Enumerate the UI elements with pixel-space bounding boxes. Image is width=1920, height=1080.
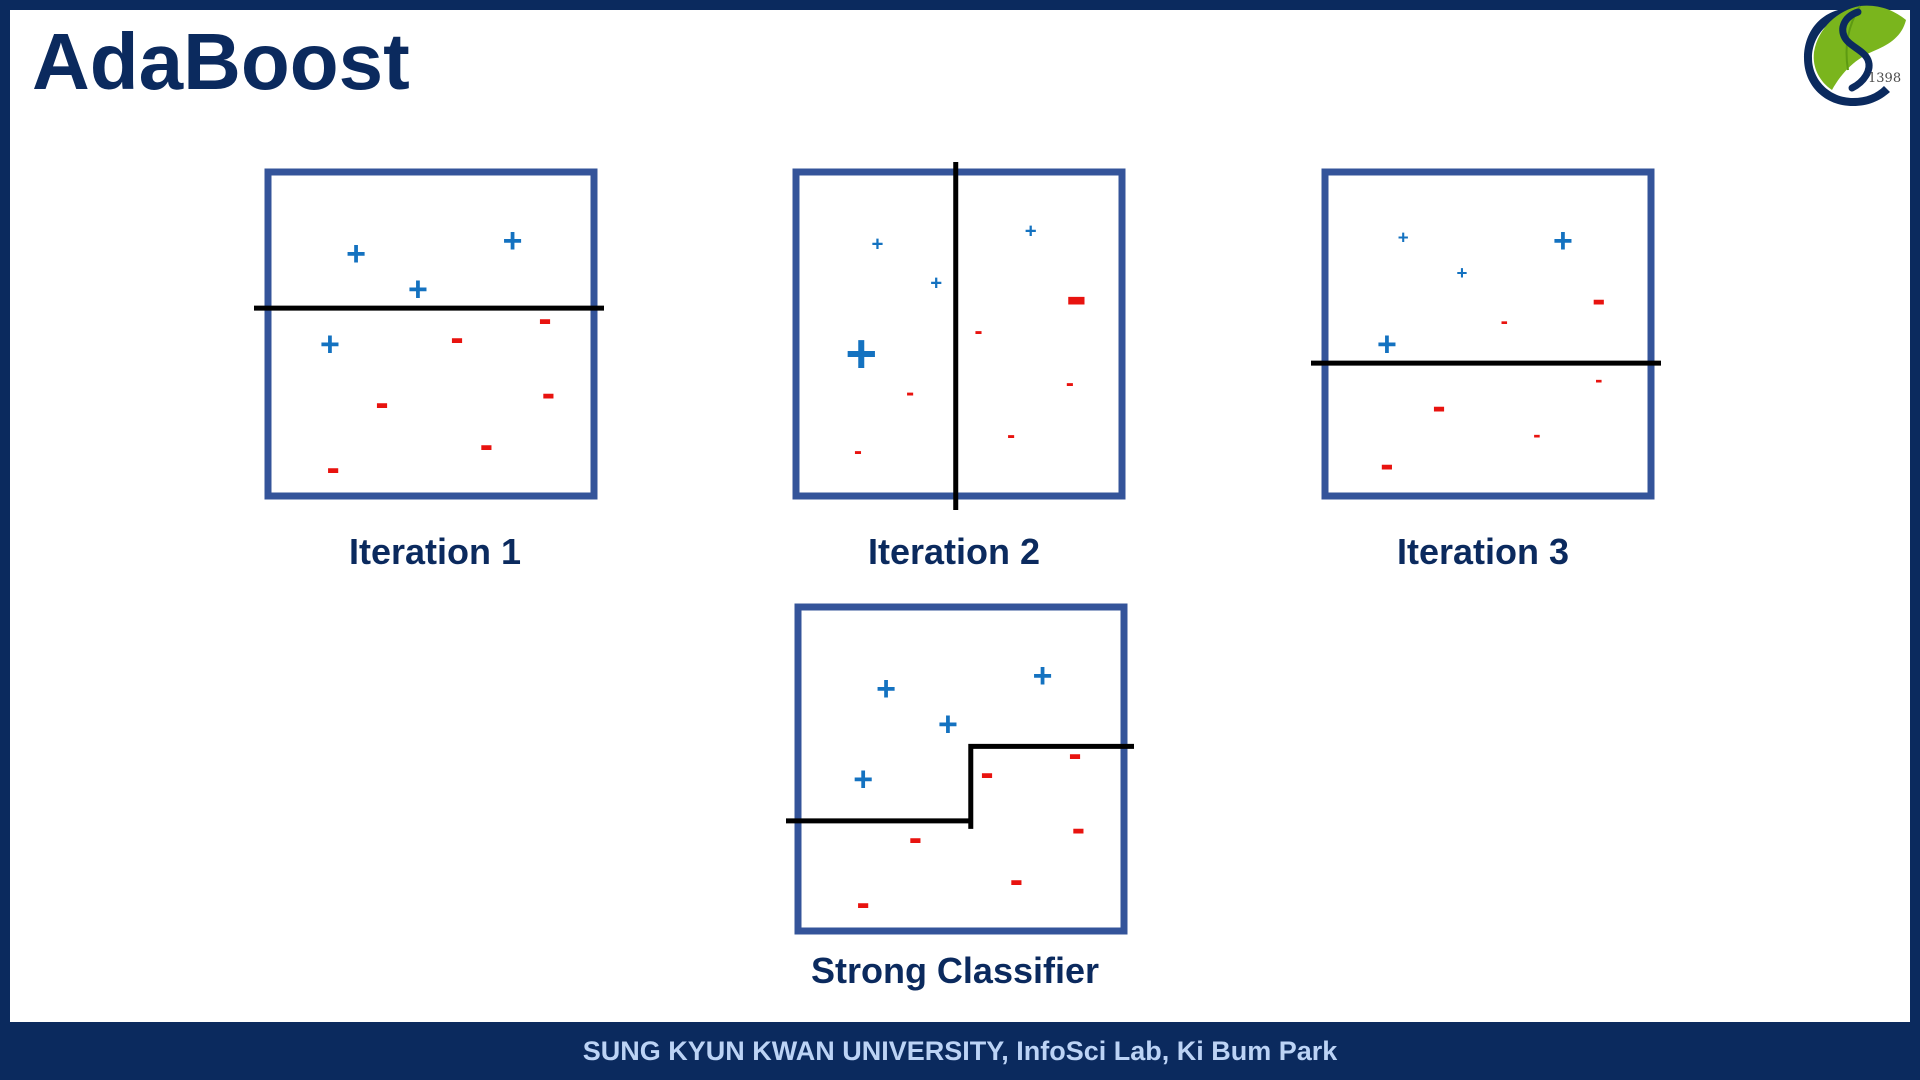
adaboost-diagram: ++++------Iteration 1++++------Iteration… xyxy=(254,162,1661,991)
iteration-3-frame xyxy=(1321,168,1655,500)
positive-sample-3: + xyxy=(320,326,340,364)
positive-sample-3: + xyxy=(1377,326,1397,364)
negative-sample-5: - xyxy=(1501,309,1508,334)
slide-title: AdaBoost xyxy=(32,17,410,106)
negative-sample-9: - xyxy=(327,446,340,490)
positive-sample-2: + xyxy=(1025,220,1037,242)
strong-classifier-decision-boundary xyxy=(786,743,1134,829)
positive-sample-1: + xyxy=(1456,262,1467,283)
strong-classifier-label: Strong Classifier xyxy=(811,950,1099,991)
positive-sample-0: + xyxy=(1398,226,1409,247)
positive-sample-2: + xyxy=(1553,222,1573,260)
ginkgo-leaf-s-logo-icon: 1398 xyxy=(1804,5,1906,106)
negative-sample-5: - xyxy=(538,297,551,341)
iteration-1-label: Iteration 1 xyxy=(349,531,521,572)
positive-sample-1: + xyxy=(930,272,942,294)
negative-sample-4: - xyxy=(450,316,463,360)
negative-sample-5: - xyxy=(975,318,983,345)
iteration-1-panel: ++++------Iteration 1 xyxy=(254,168,604,572)
positive-sample-1: + xyxy=(938,706,958,744)
negative-sample-6: - xyxy=(375,381,388,425)
negative-sample-4: - xyxy=(980,751,993,795)
negative-sample-4: - xyxy=(1066,260,1087,332)
negative-sample-7: - xyxy=(1072,806,1085,850)
iteration-3-panel: ++++------Iteration 3 xyxy=(1311,168,1661,572)
negative-sample-9: - xyxy=(854,438,862,465)
positive-sample-3: + xyxy=(845,323,877,384)
negative-sample-5: - xyxy=(1068,732,1081,776)
slide xyxy=(10,10,1910,1022)
negative-sample-6: - xyxy=(909,816,922,860)
negative-sample-8: - xyxy=(1010,858,1023,902)
iteration-3-label: Iteration 3 xyxy=(1397,531,1569,572)
negative-sample-7: - xyxy=(542,371,555,415)
iteration-2-label: Iteration 2 xyxy=(868,531,1040,572)
negative-sample-9: - xyxy=(1380,443,1393,487)
positive-sample-0: + xyxy=(872,233,884,255)
positive-sample-2: + xyxy=(503,222,523,260)
positive-sample-1: + xyxy=(408,271,428,309)
iteration-1-frame xyxy=(264,168,598,500)
logo-year: 1398 xyxy=(1868,71,1901,86)
positive-sample-0: + xyxy=(346,235,366,273)
negative-sample-8: - xyxy=(1007,422,1015,449)
negative-sample-7: - xyxy=(1432,384,1445,428)
iteration-2-panel: + + + + - - - - - - Iteration 2 xyxy=(792,162,1126,572)
negative-sample-6: - xyxy=(1595,367,1602,392)
negative-sample-8: - xyxy=(1533,422,1540,447)
negative-sample-7: - xyxy=(1066,370,1074,397)
negative-sample-8: - xyxy=(480,423,493,467)
negative-sample-6: - xyxy=(906,380,914,407)
positive-sample-0: + xyxy=(876,670,896,708)
strong-classifier-panel: ++++------Strong Classifier xyxy=(786,603,1134,991)
positive-sample-3: + xyxy=(853,761,873,799)
iteration-2-frame xyxy=(792,168,1126,500)
positive-sample-2: + xyxy=(1033,657,1053,695)
negative-sample-4: - xyxy=(1592,277,1605,321)
strong-classifier-frame xyxy=(794,603,1128,935)
negative-sample-9: - xyxy=(857,881,870,925)
footer: SUNG KYUN KWAN UNIVERSITY, InfoSci Lab, … xyxy=(582,1035,1338,1066)
